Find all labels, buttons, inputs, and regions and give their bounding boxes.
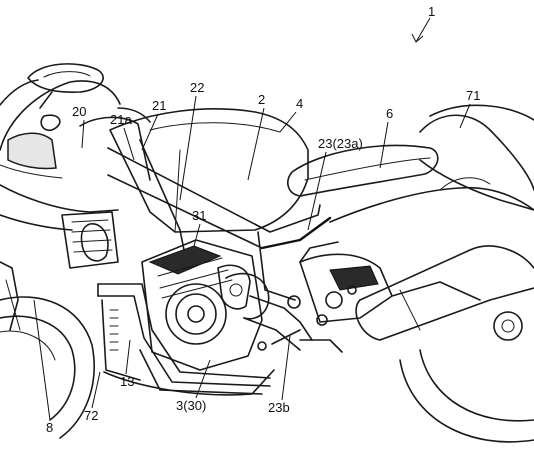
reference-labels: 1 2 4 6 71 20 21a 21 22 23(23a) 31 8 72 … xyxy=(46,4,480,435)
label-21: 21 xyxy=(152,98,166,113)
radiator xyxy=(61,211,119,269)
tail-cowl xyxy=(329,104,534,223)
label-23a: 23(23a) xyxy=(318,136,363,151)
leader-lines xyxy=(33,17,471,421)
engine xyxy=(141,239,263,371)
front-fairing xyxy=(0,79,121,231)
footpeg xyxy=(271,314,343,353)
label-71: 71 xyxy=(466,88,480,103)
label-1: 1 xyxy=(428,4,435,19)
muffler xyxy=(355,245,534,341)
label-6: 6 xyxy=(386,106,393,121)
exhaust-headers xyxy=(97,283,271,395)
label-21a: 21a xyxy=(110,112,132,127)
label-2: 2 xyxy=(258,92,265,107)
mirror xyxy=(27,63,104,132)
label-20: 20 xyxy=(72,104,86,119)
swingarm xyxy=(299,241,481,323)
rear-wheel xyxy=(399,311,534,443)
front-wheel xyxy=(0,261,95,439)
label-3-30: 3(30) xyxy=(176,398,206,413)
label-4: 4 xyxy=(296,96,303,111)
label-22: 22 xyxy=(190,80,204,95)
lower-cowl xyxy=(101,299,275,396)
intake xyxy=(225,272,313,351)
label-13: 13 xyxy=(120,374,134,389)
label-31: 31 xyxy=(192,208,206,223)
fuel-tank xyxy=(109,108,309,233)
label-72: 72 xyxy=(84,408,98,423)
label-8: 8 xyxy=(46,420,53,435)
seat xyxy=(287,144,439,197)
windscreen xyxy=(79,107,151,181)
label-23b: 23b xyxy=(268,400,290,415)
